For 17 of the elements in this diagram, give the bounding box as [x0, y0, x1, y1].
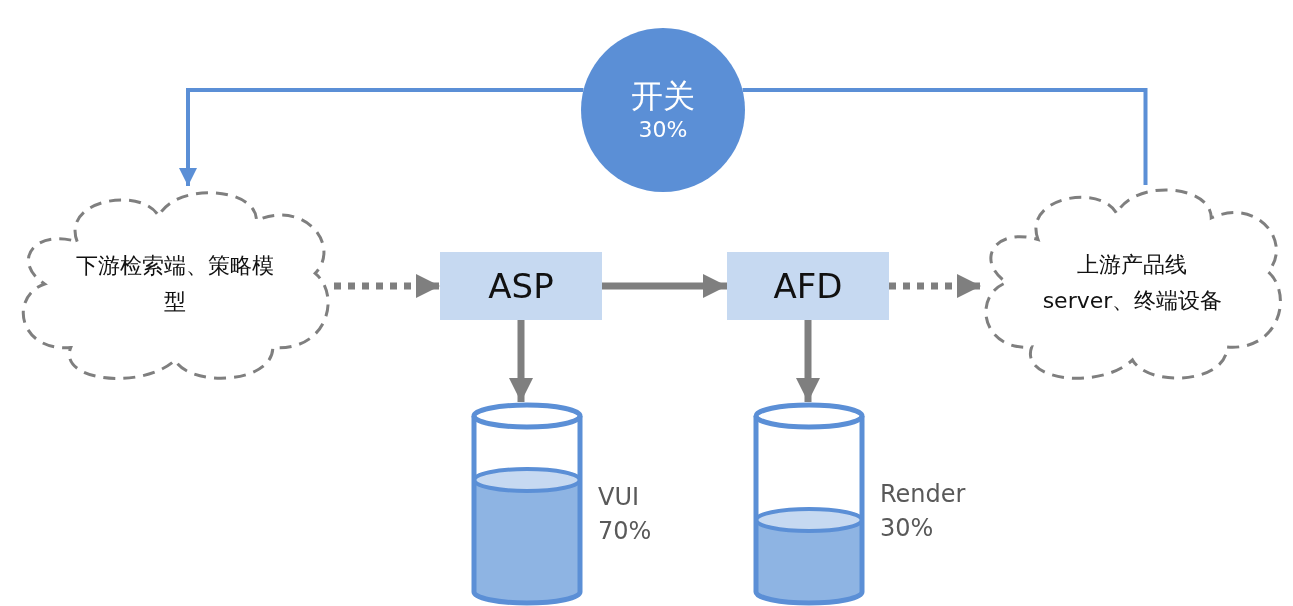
switch-label: 开关: [631, 76, 695, 117]
cylinder-label: Render 30%: [880, 479, 967, 544]
dotted-arrow: [889, 274, 981, 298]
cylinder-label: VUI 70%: [598, 482, 653, 547]
process-box: [727, 252, 889, 320]
cloud-label: 上游产品线 server、终端设备: [1041, 250, 1224, 315]
percent-label: 30%: [638, 116, 688, 144]
box-label: AFD: [773, 264, 843, 308]
arrow: [179, 88, 584, 186]
arrow: [602, 274, 727, 298]
process-box: [440, 252, 602, 320]
cylinder-shape: [752, 402, 866, 606]
connector-line: [742, 88, 1148, 185]
cloud-label: 下游检索端、策略模型: [75, 252, 275, 316]
switch-circle: [581, 28, 745, 192]
box-label: ASP: [488, 264, 554, 308]
cylinder-shape: [470, 402, 584, 606]
